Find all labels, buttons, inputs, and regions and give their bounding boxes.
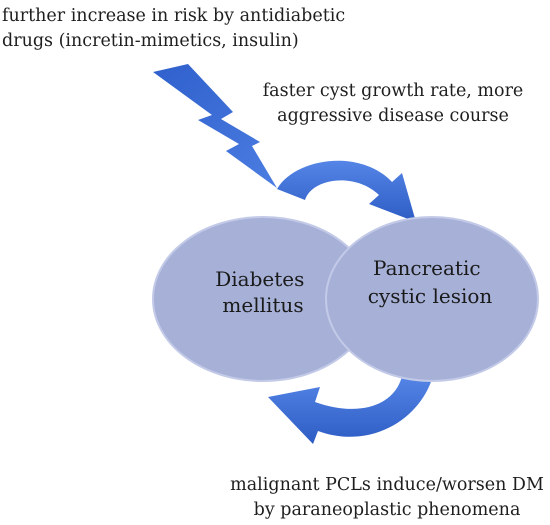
- malignant-pcl-caption-line1: malignant PCLs induce/worsen DM: [230, 475, 544, 495]
- diabetes-label-line1: Diabetes: [215, 267, 304, 291]
- cyst-growth-caption-line1: faster cyst growth rate, more: [262, 81, 524, 101]
- antidiabetic-drugs-caption: further increase in risk by antidiabetic…: [2, 4, 345, 54]
- arrow-top: [277, 160, 416, 222]
- pcl-label-line1: Pancreatic: [373, 256, 481, 280]
- antidiabetic-drugs-caption-line1: further increase in risk by antidiabetic: [2, 6, 346, 26]
- pancreatic-cystic-lesion-circle: [325, 216, 539, 382]
- malignant-pcl-caption-line2: by paraneoplastic phenomena: [253, 500, 521, 520]
- arrow-bottom: [268, 376, 433, 444]
- pcl-label: Pancreatic cystic lesion: [368, 256, 493, 308]
- cyst-growth-caption-line2: aggressive disease course: [277, 106, 509, 126]
- antidiabetic-drugs-caption-line2: drugs (incretin-mimetics, insulin): [2, 31, 299, 51]
- diabetes-label: Diabetes mellitus: [215, 267, 311, 317]
- malignant-pcl-caption: malignant PCLs induce/worsen DM by paran…: [224, 473, 550, 523]
- pcl-label-line2: cystic lesion: [368, 284, 493, 308]
- cyst-growth-caption: faster cyst growth rate, more aggressive…: [262, 79, 524, 129]
- diabetes-label-line2: mellitus: [222, 293, 303, 317]
- lightning-bolt-icon: [153, 64, 277, 188]
